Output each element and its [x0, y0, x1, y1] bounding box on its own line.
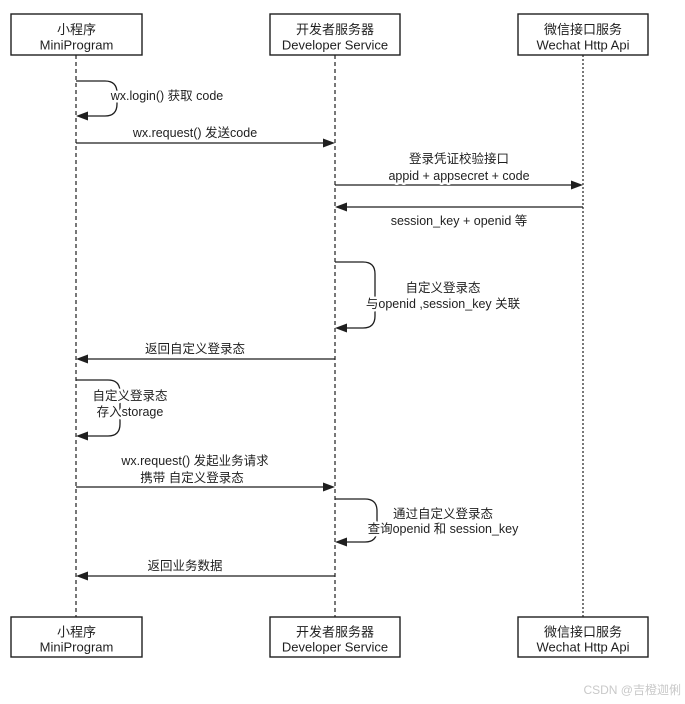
actor-miniprogram-bottom: 小程序 MiniProgram — [10, 616, 143, 658]
arrowhead-right-icon — [323, 138, 335, 148]
actor-wechat-api-top: 微信接口服务 Wechat Http Api — [517, 13, 649, 56]
message-send-code: wx.request() 发送code — [76, 123, 335, 148]
actor-name-zh: 微信接口服务 — [544, 625, 622, 640]
actor-name-en: MiniProgram — [40, 640, 114, 655]
actor-box — [10, 616, 143, 658]
message-label: appid + appsecret + code — [388, 169, 529, 183]
message-return-login-state: 返回自定义登录态 — [76, 339, 335, 364]
message-label: 返回自定义登录态 — [145, 341, 245, 356]
message-business-request: wx.request() 发起业务请求 携带 自定义登录态 — [76, 451, 335, 492]
actor-name-en: Developer Service — [282, 640, 388, 655]
self-loop-line — [335, 498, 378, 543]
actor-name-zh: 小程序 — [57, 22, 96, 37]
actor-name-zh: 微信接口服务 — [544, 22, 622, 37]
message-return-business-data: 返回业务数据 — [76, 556, 335, 581]
arrowhead-left-icon — [335, 323, 347, 333]
actor-name-en: Developer Service — [282, 38, 388, 53]
arrowhead-right-icon — [571, 180, 583, 190]
actor-miniprogram-top: 小程序 MiniProgram — [10, 13, 143, 56]
message-label: 携带 自定义登录态 — [140, 470, 243, 485]
arrowhead-left-icon — [76, 354, 88, 364]
actor-developer-service-top: 开发者服务器 Developer Service — [269, 13, 401, 56]
message-label: wx.request() 发起业务请求 — [120, 453, 269, 468]
actor-name-en: Wechat Http Api — [537, 640, 630, 655]
message-label: 自定义登录态 — [405, 280, 480, 295]
actor-name-zh: 开发者服务器 — [296, 22, 374, 37]
message-label: 查询openid 和 session_key — [368, 522, 520, 536]
message-label: 存入storage — [97, 405, 164, 419]
actor-box — [269, 616, 401, 658]
arrowhead-right-icon — [323, 482, 335, 492]
actor-box — [517, 616, 649, 658]
arrowhead-left-icon — [76, 431, 88, 441]
message-session-key-return: session_key + openid 等 — [335, 202, 583, 231]
message-self-wx-login: wx.login() 获取 code — [76, 80, 226, 121]
message-label: 与openid ,session_key 关联 — [366, 297, 521, 311]
actor-wechat-api-bottom: 微信接口服务 Wechat Http Api — [517, 616, 649, 658]
actor-box — [269, 13, 401, 56]
arrowhead-left-icon — [335, 202, 347, 212]
message-self-custom-login-state: 自定义登录态 与openid ,session_key 关联 — [335, 261, 523, 333]
message-label: 登录凭证校验接口 — [409, 151, 509, 166]
message-label: 通过自定义登录态 — [393, 506, 493, 521]
message-label: 自定义登录态 — [92, 388, 167, 403]
message-login-verify: 登录凭证校验接口 appid + appsecret + code — [335, 149, 583, 190]
actor-name-zh: 开发者服务器 — [296, 625, 374, 640]
message-label: wx.login() 获取 code — [110, 89, 224, 103]
message-self-store-storage: 自定义登录态 存入storage — [76, 379, 170, 441]
arrowhead-left-icon — [76, 571, 88, 581]
actor-developer-service-bottom: 开发者服务器 Developer Service — [269, 616, 401, 658]
self-loop-line — [76, 80, 118, 117]
actor-name-zh: 小程序 — [57, 625, 96, 640]
actor-name-en: MiniProgram — [40, 38, 114, 53]
self-loop-line — [76, 379, 121, 437]
message-label: 返回业务数据 — [147, 558, 222, 573]
message-label: wx.request() 发送code — [132, 125, 257, 140]
arrowhead-left-icon — [76, 111, 88, 121]
watermark: CSDN @吉橙迦俐 — [583, 682, 681, 697]
message-self-query-openid: 通过自定义登录态 查询openid 和 session_key — [335, 498, 522, 547]
actor-name-en: Wechat Http Api — [537, 38, 630, 53]
arrowhead-left-icon — [335, 537, 347, 547]
self-loop-line — [335, 261, 376, 329]
message-label: session_key + openid 等 — [391, 213, 528, 228]
actor-box — [517, 13, 649, 56]
actor-box — [10, 13, 143, 56]
